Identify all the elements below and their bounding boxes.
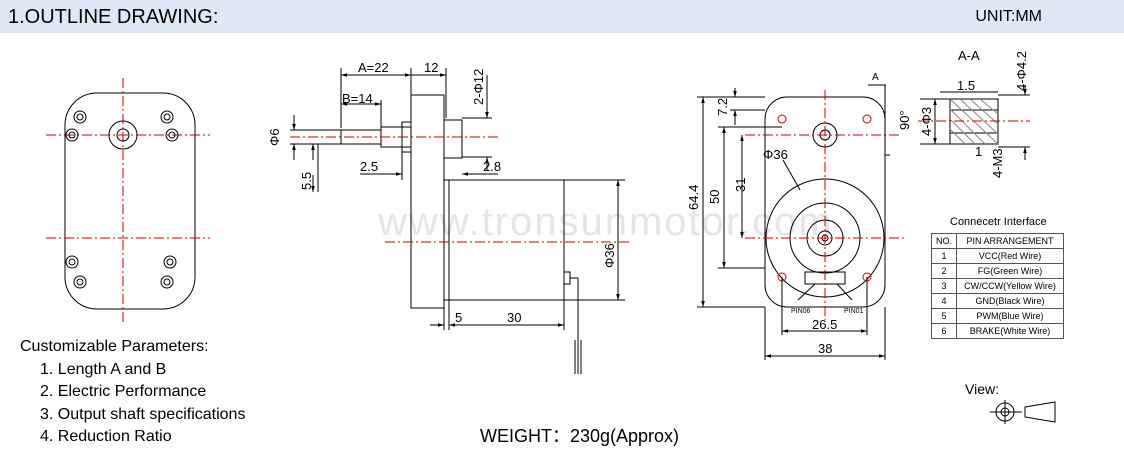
projection-symbol	[990, 400, 1056, 424]
dim-h50: 50	[707, 190, 722, 204]
section-holes-left: 4-Φ3	[919, 107, 934, 136]
cell: CW/CCW(Yellow Wire)	[956, 278, 1064, 294]
table-header-row: NO. PIN ARRANGEMENT	[931, 233, 1064, 249]
dim-body-dia: Φ36	[602, 243, 617, 268]
dim-d1: 2.5	[360, 159, 378, 174]
front-view-labels: 7.2 64.4 50 31 Φ36 26.5 38 A PIN06 PIN01	[686, 72, 879, 356]
dim-holes: 2-Φ12	[471, 69, 486, 105]
boss	[443, 119, 463, 159]
section-title: A-A	[958, 48, 980, 63]
gearbox-plate	[410, 94, 445, 309]
connector-table-title: Connecetr Interface	[950, 216, 1047, 228]
cell: 4	[931, 293, 957, 309]
unit-label: UNIT:MM	[975, 8, 1042, 25]
section-m3: 4-M3	[990, 148, 1005, 178]
dim-motor-dia: Φ36	[763, 147, 788, 162]
cell: VCC(Red Wire)	[956, 248, 1064, 264]
param-item: 3. Output shaft specifications	[40, 405, 246, 423]
dim-b: B=14	[342, 91, 373, 106]
header-bar: 1.OUTLINE DRAWING: UNIT:MM	[0, 0, 1124, 33]
dim-top: 7.2	[715, 98, 730, 116]
cell: BRAKE(White Wire)	[956, 323, 1064, 339]
dim-a: A=22	[358, 60, 389, 75]
cell: FG(Green Wire)	[956, 263, 1064, 279]
section-labels: A-A 4-Φ4.2 1.5 90° 4-Φ3 1 4-M3	[897, 48, 1029, 178]
cell: 2	[931, 263, 957, 279]
section-holes-top: 4-Φ4.2	[1014, 51, 1029, 91]
motor-body	[448, 179, 565, 301]
section-d1: 1	[975, 144, 982, 159]
gearbox-face-view	[46, 78, 210, 322]
gearbox-outline	[64, 92, 196, 310]
motor-front-view	[697, 84, 905, 360]
param-item: 1. Length A and B	[40, 360, 167, 378]
dim-offset: 5.5	[299, 172, 314, 190]
page-title: 1.OUTLINE DRAWING:	[8, 6, 219, 28]
param-item: 4. Reduction Ratio	[40, 428, 172, 445]
section-angle: 90°	[897, 110, 912, 130]
motor-side-view	[290, 68, 630, 374]
dim-d2: 2.8	[483, 159, 501, 174]
col-arrangement: PIN ARRANGEMENT	[956, 233, 1064, 249]
side-view-labels: A=22 12 B=14 2-Φ12 Φ6 5.5 2.5 2.8 Φ36 5 …	[267, 60, 617, 325]
dim-w26: 26.5	[812, 317, 837, 332]
dim-overall-h: 64.4	[686, 185, 701, 210]
cell: 1	[931, 248, 957, 264]
section-aa	[918, 85, 1030, 160]
watermark: www.tronsunmotor.com	[378, 200, 834, 244]
params-title: Customizable Parameters:	[20, 338, 209, 355]
cell: 3	[931, 278, 957, 294]
weight-label: WEIGHT：230g(Approx)	[480, 426, 680, 446]
dim-shaft-ext: 12	[424, 60, 438, 75]
param-item: 2. Electric Performance	[40, 383, 207, 400]
dim-w38: 38	[818, 341, 832, 356]
dim-shaft-dia: Φ6	[267, 128, 282, 146]
dim-h31: 31	[733, 178, 748, 192]
cell: 6	[931, 323, 957, 339]
pin-left-label: PIN06	[791, 308, 811, 315]
dim-d3: 5	[455, 310, 462, 325]
cell: GND(Black Wire)	[956, 293, 1064, 309]
section-d15: 1.5	[957, 78, 975, 93]
view-label: View:	[965, 381, 999, 397]
output-shaft-boss	[108, 120, 138, 150]
cell: PWM(Blue Wire)	[956, 308, 1064, 324]
custom-params: Customizable Parameters: 1. Length A and…	[20, 336, 245, 449]
section-marker: A	[872, 72, 879, 83]
pin-right-label: PIN01	[844, 308, 864, 315]
col-no: NO.	[931, 233, 957, 249]
cell: 5	[931, 308, 957, 324]
dim-body-len: 30	[507, 310, 521, 325]
